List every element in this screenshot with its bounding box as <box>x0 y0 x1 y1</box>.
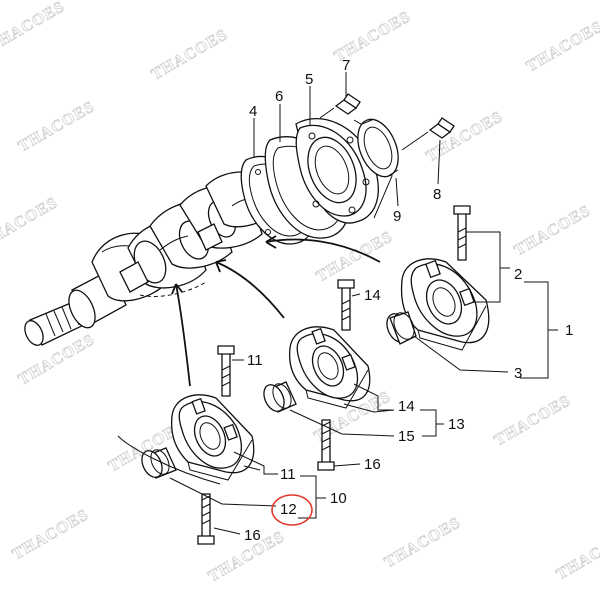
watermark: THACOES <box>554 526 600 583</box>
bolt-2-upper <box>454 206 470 260</box>
watermark: THACOES <box>382 514 464 571</box>
callout-14-lower[interactable]: 14 <box>398 398 415 415</box>
watermark: THACOES <box>0 0 68 55</box>
callout-13[interactable]: 13 <box>448 416 465 433</box>
crankshaft <box>21 172 278 348</box>
bolt-16-lower <box>198 494 214 544</box>
callout-8[interactable]: 8 <box>433 186 441 203</box>
watermark: THACOES <box>424 108 506 165</box>
callout-6[interactable]: 6 <box>275 88 283 105</box>
watermark: THACOES <box>16 331 98 388</box>
bolt-14 <box>338 280 354 330</box>
watermark: THACOES <box>492 392 574 449</box>
watermark: THACOES <box>0 194 61 251</box>
bearing-carrier-14 <box>290 327 370 408</box>
bolt-7 <box>320 94 360 118</box>
bearing-shell-15 <box>260 381 296 415</box>
callout-9[interactable]: 9 <box>393 208 401 225</box>
callout-1[interactable]: 1 <box>565 322 573 339</box>
watermark: THACOES <box>10 506 92 563</box>
callout-3[interactable]: 3 <box>514 365 522 382</box>
watermark: THACOES <box>16 98 98 155</box>
callout-4[interactable]: 4 <box>249 103 257 120</box>
callout-10[interactable]: 10 <box>330 490 347 507</box>
callout-16-lower[interactable]: 16 <box>244 527 261 544</box>
callout-15[interactable]: 15 <box>398 428 415 445</box>
callout-5[interactable]: 5 <box>305 71 313 88</box>
callout-11-upper[interactable]: 11 <box>247 352 263 369</box>
callout-12[interactable]: 12 <box>280 501 297 518</box>
callout-2[interactable]: 2 <box>514 266 522 283</box>
watermark: THACOES <box>149 26 231 83</box>
watermark: THACOES <box>512 202 594 259</box>
callout-16-middle[interactable]: 16 <box>364 456 381 473</box>
watermark: THACOES <box>524 18 600 75</box>
bearing-carrier-11 <box>172 395 254 480</box>
arrow-to-journal-2 <box>216 262 284 318</box>
callout-11-lower[interactable]: 11 <box>280 466 296 483</box>
callout-14-upper[interactable]: 14 <box>364 287 381 304</box>
arrow-to-journal-3 <box>176 284 190 386</box>
bolt-11 <box>218 346 234 396</box>
callout-7[interactable]: 7 <box>342 57 350 74</box>
